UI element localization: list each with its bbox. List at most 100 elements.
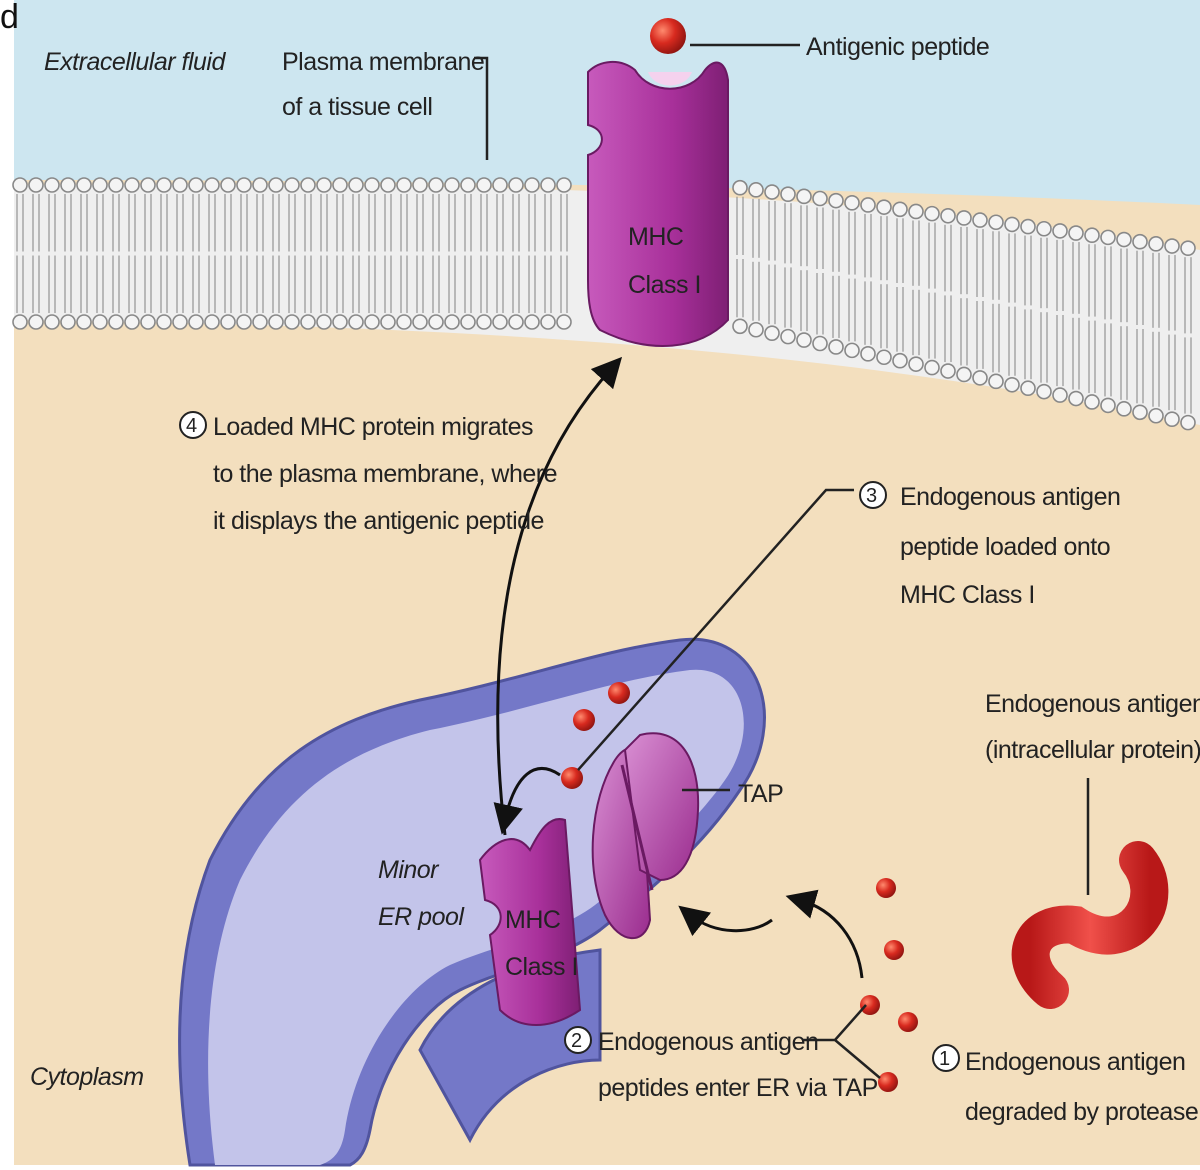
lipid-head (413, 178, 427, 192)
lipid-head (1021, 381, 1035, 395)
mhc-class-i-membrane: MHC Class I (588, 62, 728, 346)
lipid-head (189, 178, 203, 192)
lipid-head (205, 178, 219, 192)
lipid-head (61, 178, 75, 192)
cytoplasm-peptide (898, 1012, 918, 1032)
lipid-head (1085, 228, 1099, 242)
lipid-head (445, 315, 459, 329)
lipid-head (477, 178, 491, 192)
lipid-head (301, 315, 315, 329)
lipid-head (877, 350, 891, 364)
lipid-head (141, 178, 155, 192)
lipid-head (237, 315, 251, 329)
lipid-head (237, 178, 251, 192)
step1-number: 1 (939, 1048, 950, 1070)
lipid-head (925, 207, 939, 221)
antigenic-peptide-bound (650, 18, 686, 54)
lipid-head (317, 315, 331, 329)
lipid-head (349, 315, 363, 329)
lipid-head (205, 315, 219, 329)
plasma-membrane-label-2: of a tissue cell (282, 93, 432, 121)
lipid-head (733, 319, 747, 333)
lipid-head (957, 211, 971, 225)
lipid-head (797, 333, 811, 347)
lipid-head (973, 213, 987, 227)
lipid-head (909, 357, 923, 371)
lipid-head (829, 194, 843, 208)
step2-number: 2 (571, 1030, 582, 1052)
lipid-head (285, 178, 299, 192)
lipid-head (1117, 402, 1131, 416)
lipid-head (957, 367, 971, 381)
step2-text-2: peptides enter ER via TAP (598, 1074, 878, 1102)
lipid-head (509, 178, 523, 192)
lipid-head (1181, 416, 1195, 430)
lipid-head (45, 178, 59, 192)
extracellular-label: Extracellular fluid (44, 48, 226, 76)
lipid-head (77, 178, 91, 192)
lipid-head (317, 178, 331, 192)
lipid-head (973, 371, 987, 385)
lipid-head (125, 178, 139, 192)
er-peptide (573, 709, 595, 731)
lipid-head (909, 204, 923, 218)
step4-number: 4 (186, 415, 197, 437)
lipid-head (941, 364, 955, 378)
step3-text-3: MHC Class I (900, 581, 1035, 609)
lipid-head (397, 178, 411, 192)
lipid-head (365, 178, 379, 192)
lipid-head (1069, 226, 1083, 240)
lipid-head (13, 315, 27, 329)
lipid-head (381, 315, 395, 329)
lipid-head (845, 196, 859, 210)
lipid-head (989, 374, 1003, 388)
lipid-head (1149, 237, 1163, 251)
endogenous-antigen-label-1: Endogenous antigen (985, 690, 1200, 718)
lipid-head (1117, 233, 1131, 247)
lipid-head (461, 178, 475, 192)
plasma-membrane-label-1: Plasma membrane (282, 48, 484, 76)
mhc-er-label-2: Class I (505, 953, 578, 981)
lipid-head (429, 315, 443, 329)
mhc-membrane-label-1: MHC (628, 223, 684, 251)
lipid-head (925, 361, 939, 375)
lipid-head (1005, 217, 1019, 231)
lipid-head (845, 343, 859, 357)
lipid-head (1133, 405, 1147, 419)
lipid-head (13, 178, 27, 192)
lipid-head (797, 189, 811, 203)
step1-text-2: degraded by protease (965, 1098, 1198, 1126)
lipid-head (765, 326, 779, 340)
lipid-head (413, 315, 427, 329)
lipid-head (1181, 241, 1195, 255)
lipid-head (1037, 222, 1051, 236)
lipid-head (557, 178, 571, 192)
lipid-head (813, 192, 827, 206)
lipid-head (301, 178, 315, 192)
cytoplasm-peptide (860, 995, 880, 1015)
lipid-head (1005, 378, 1019, 392)
lipid-head (1037, 385, 1051, 399)
lipid-head (365, 315, 379, 329)
lipid-head (381, 178, 395, 192)
lipid-head (141, 315, 155, 329)
lipid-head (109, 315, 123, 329)
mhc-membrane-label-2: Class I (628, 271, 701, 299)
lipid-head (1053, 224, 1067, 238)
lipid-head (749, 323, 763, 337)
endogenous-antigen-label-2: (intracellular protein) (985, 736, 1200, 764)
lipid-head (189, 315, 203, 329)
step3-number: 3 (866, 485, 877, 507)
lipid-head (253, 315, 267, 329)
lipid-head (541, 315, 555, 329)
lipid-head (1133, 235, 1147, 249)
lipid-head (157, 178, 171, 192)
lipid-head (989, 215, 1003, 229)
er-peptide (608, 682, 630, 704)
cytoplasm-peptide (878, 1072, 898, 1092)
lipid-head (1149, 409, 1163, 423)
lipid-head (29, 315, 43, 329)
step4-text-1: Loaded MHC protein migrates (213, 413, 533, 441)
